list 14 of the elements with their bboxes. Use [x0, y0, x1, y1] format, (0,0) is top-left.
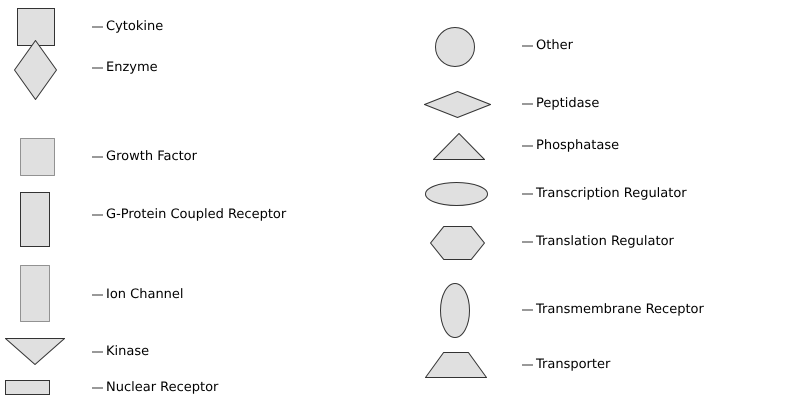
legend-label: Enzyme [106, 59, 158, 77]
legend-label: Other [536, 37, 573, 55]
legend-label: Growth Factor [106, 148, 197, 166]
legend-label: Nuclear Receptor [106, 379, 218, 397]
legend-label: Kinase [106, 343, 150, 361]
legend-label: Ion Channel [106, 286, 184, 304]
legend-label: Transmembrane Receptor [536, 301, 704, 319]
legend-label: Translation Regulator [536, 233, 674, 251]
legend-label: Peptidase [536, 95, 600, 113]
legend-label: G-Protein Coupled Receptor [106, 206, 286, 224]
legend-label: Phosphatase [536, 137, 620, 155]
legend-label: Transcription Regulator [536, 185, 687, 203]
legend-label: Cytokine [106, 18, 164, 36]
legend-label: Transporter [536, 356, 610, 374]
